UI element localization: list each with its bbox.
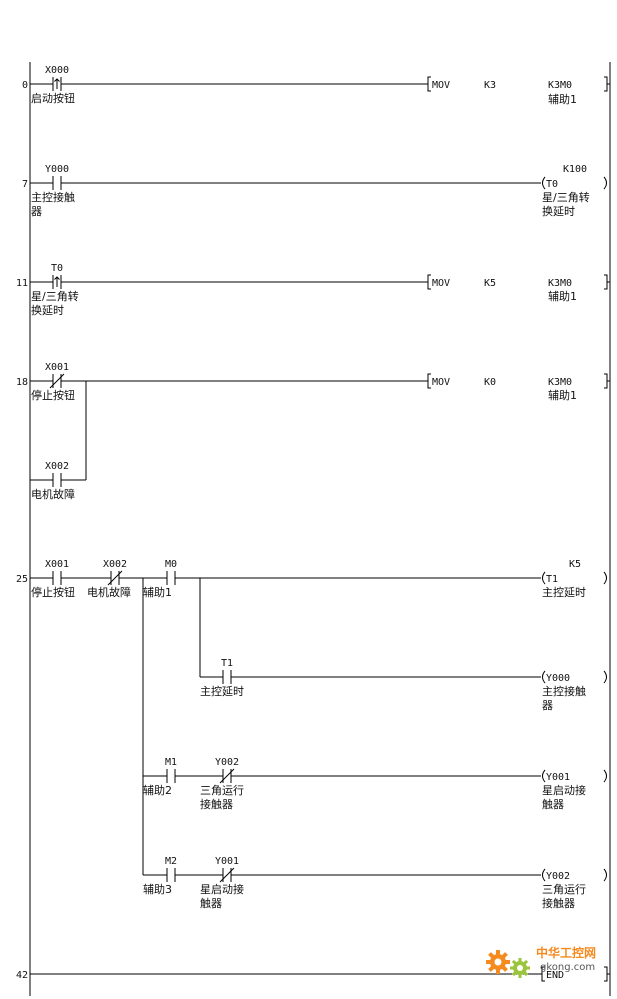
step-number: 7	[22, 179, 28, 190]
contact-m1-no	[166, 769, 176, 783]
coil-name: Y001	[546, 772, 570, 783]
instruction-dst: K3M0	[548, 278, 572, 289]
contact-comment: 主控接触	[31, 190, 75, 204]
contact-comment: 触器	[200, 896, 222, 910]
instruction-op: MOV	[432, 278, 450, 289]
gear-icon	[486, 950, 530, 978]
rung-25: X001 停止按钮 X002 电机故障 M0 辅助1 T1 K5 主控延时	[30, 559, 607, 910]
coil-comment: 触器	[542, 797, 564, 811]
contact-comment: 停止按钮	[31, 388, 75, 402]
contact-comment: 辅助1	[143, 585, 172, 599]
device-comment: 辅助1	[548, 92, 577, 106]
contact-comment: 主控延时	[200, 684, 244, 698]
rung-42-end: END	[30, 966, 610, 982]
coil-name: T0	[546, 179, 558, 190]
rung-18: X001 停止按钮 X002 电机故障 MOV K0 K3M0 辅助1	[30, 362, 610, 501]
contact-comment: 三角运行	[200, 784, 244, 797]
instruction-dst: K3M0	[548, 377, 572, 388]
coil-y000: Y000	[542, 670, 607, 684]
contact-comment: 辅助2	[143, 783, 172, 797]
contact-t1-no	[222, 670, 232, 684]
rung-7: Y000 主控接触 器 T0 K100 星/三角转 换延时	[30, 164, 607, 218]
coil-comment: 主控延时	[542, 585, 586, 599]
coil-name: T1	[546, 574, 558, 585]
contact-address: T1	[221, 658, 233, 669]
rung-0: X000 启动按钮 MOV K3 K3M0 辅助1	[30, 65, 610, 106]
contact-address: X002	[103, 559, 127, 570]
instruction-src: K0	[484, 377, 496, 388]
contact-comment: 星启动接	[200, 883, 244, 896]
contact-address: M1	[165, 757, 177, 768]
coil-t0: T0	[542, 176, 607, 190]
instruction-mov-k5: MOV K5 K3M0	[427, 274, 610, 290]
coil-y002: Y002	[542, 868, 607, 882]
instruction-op: MOV	[432, 80, 450, 91]
instruction-mov-k0: MOV K0 K3M0	[427, 373, 610, 389]
contact-address: X001	[45, 559, 69, 570]
contact-comment: 星/三角转	[31, 289, 79, 303]
coil-comment: 换延时	[542, 204, 575, 218]
contact-comment: 接触器	[200, 797, 233, 811]
contact-t0-rising	[52, 275, 62, 289]
contact-m0-no	[166, 571, 176, 585]
step-number: 11	[16, 278, 28, 289]
coil-setting: K5	[569, 559, 581, 570]
contact-m2-no	[166, 868, 176, 882]
watermark-url: gkong.com	[540, 962, 596, 973]
contact-x002-no	[52, 473, 62, 487]
coil-t1: T1	[542, 571, 607, 585]
coil-comment: 主控接触	[542, 684, 586, 698]
coil-comment: 器	[542, 699, 553, 712]
contact-address: Y000	[45, 164, 69, 175]
coil-setting: K100	[563, 164, 587, 175]
end-instruction: END	[546, 970, 564, 981]
contact-comment: 辅助3	[143, 882, 172, 896]
instruction-op: MOV	[432, 377, 450, 388]
contact-comment: 启动按钮	[31, 91, 75, 105]
contact-address: M2	[165, 856, 177, 867]
coil-comment: 接触器	[542, 896, 575, 910]
contact-address: M0	[165, 559, 177, 570]
instruction-src: K3	[484, 80, 496, 91]
instruction-mov-k3: MOV K3 K3M0	[427, 76, 610, 92]
contact-comment: 器	[31, 205, 42, 218]
step-number: 25	[16, 574, 28, 585]
coil-comment: 星启动接	[542, 784, 586, 797]
contact-address: X002	[45, 461, 69, 472]
contact-comment: 停止按钮	[31, 585, 75, 599]
coil-comment: 星/三角转	[542, 190, 590, 204]
step-number: 0	[22, 80, 28, 91]
device-comment: 辅助1	[548, 289, 577, 303]
coil-comment: 三角运行	[542, 883, 586, 896]
contact-y000-no	[52, 176, 62, 190]
contact-x000-rising	[52, 77, 62, 91]
device-comment: 辅助1	[548, 388, 577, 402]
contact-comment: 换延时	[31, 303, 64, 317]
coil-y001: Y001	[542, 769, 607, 783]
contact-comment: 电机故障	[31, 487, 75, 501]
contact-address: T0	[51, 263, 63, 274]
gkong-watermark-logo: 中华工控网 gkong.com	[484, 942, 614, 982]
step-number: 18	[16, 377, 28, 388]
contact-x001-no	[52, 571, 62, 585]
coil-name: Y000	[546, 673, 570, 684]
step-number: 42	[16, 970, 28, 981]
instruction-dst: K3M0	[548, 80, 572, 91]
coil-name: Y002	[546, 871, 570, 882]
contact-address: X001	[45, 362, 69, 373]
watermark-text: 中华工控网	[536, 946, 597, 960]
contact-address: Y001	[215, 856, 239, 867]
rung-11: T0 星/三角转 换延时 MOV K5 K3M0 辅助1	[30, 263, 610, 317]
contact-address: X000	[45, 65, 69, 76]
instruction-src: K5	[484, 278, 496, 289]
contact-address: Y002	[215, 757, 239, 768]
contact-comment: 电机故障	[87, 585, 131, 599]
